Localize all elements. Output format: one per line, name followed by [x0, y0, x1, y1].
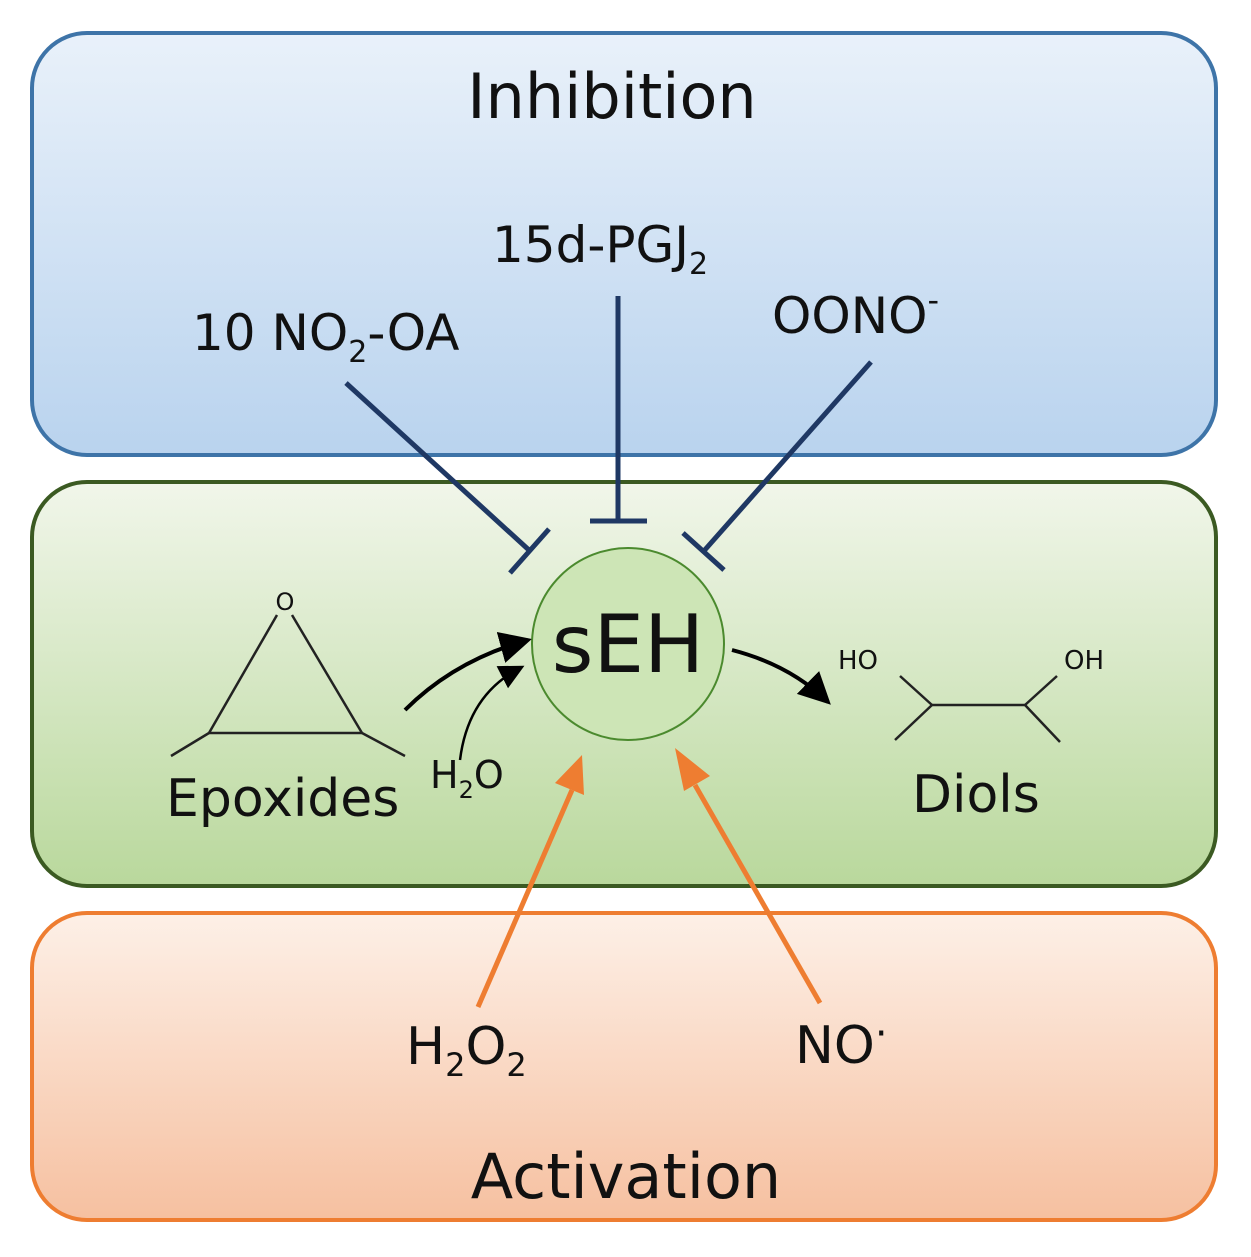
inhibition-panel: [30, 31, 1218, 457]
seh-enzyme-node: [531, 547, 725, 741]
inhibition-title: Inhibition: [467, 60, 756, 133]
inhibitor-label-15d-pgj2: 15d-PGJ2: [492, 216, 708, 282]
inhibition-bar-peroxynitrite: [681, 531, 726, 572]
inhibition-line-peroxynitrite: [701, 360, 873, 554]
epoxide-structure: [170, 614, 406, 758]
epoxide-oxygen-atom: O: [276, 588, 295, 616]
inhibitor-label-peroxynitrite: OONO-: [772, 281, 939, 345]
activation-panel: [30, 911, 1218, 1222]
water-to-enzyme-arrow: [458, 665, 525, 761]
activator-label-hydrogen-peroxide: H2O2: [406, 1017, 527, 1084]
activation-arrowhead-nitric-oxide: [675, 748, 710, 791]
activation-title: Activation: [471, 1140, 781, 1213]
diols-label: Diols: [912, 765, 1040, 825]
activation-line-hydrogen-peroxide: [475, 789, 575, 1008]
enzyme-label: sEH: [552, 598, 704, 691]
epoxides-label: Epoxides: [166, 769, 399, 829]
inhibition-bar-nitro-oleic-acid: [508, 527, 551, 575]
substrate-to-enzyme-arrow: [403, 631, 532, 712]
diol-right-hydroxyl: OH: [1064, 646, 1104, 676]
activator-label-nitric-oxide: NO·: [795, 1011, 888, 1076]
inhibitor-label-nitro-oleic-acid: 10 NO2-OA: [192, 304, 460, 370]
diol-left-hydroxyl: HO: [838, 646, 878, 676]
water-label: H2O: [430, 753, 504, 804]
activation-arrowhead-hydrogen-peroxide: [555, 755, 584, 795]
activation-line-nitric-oxide: [692, 783, 823, 1005]
inhibition-line-nitro-oleic-acid: [344, 381, 532, 553]
diol-structure: [894, 675, 1061, 743]
enzyme-to-product-arrow: [731, 648, 831, 705]
